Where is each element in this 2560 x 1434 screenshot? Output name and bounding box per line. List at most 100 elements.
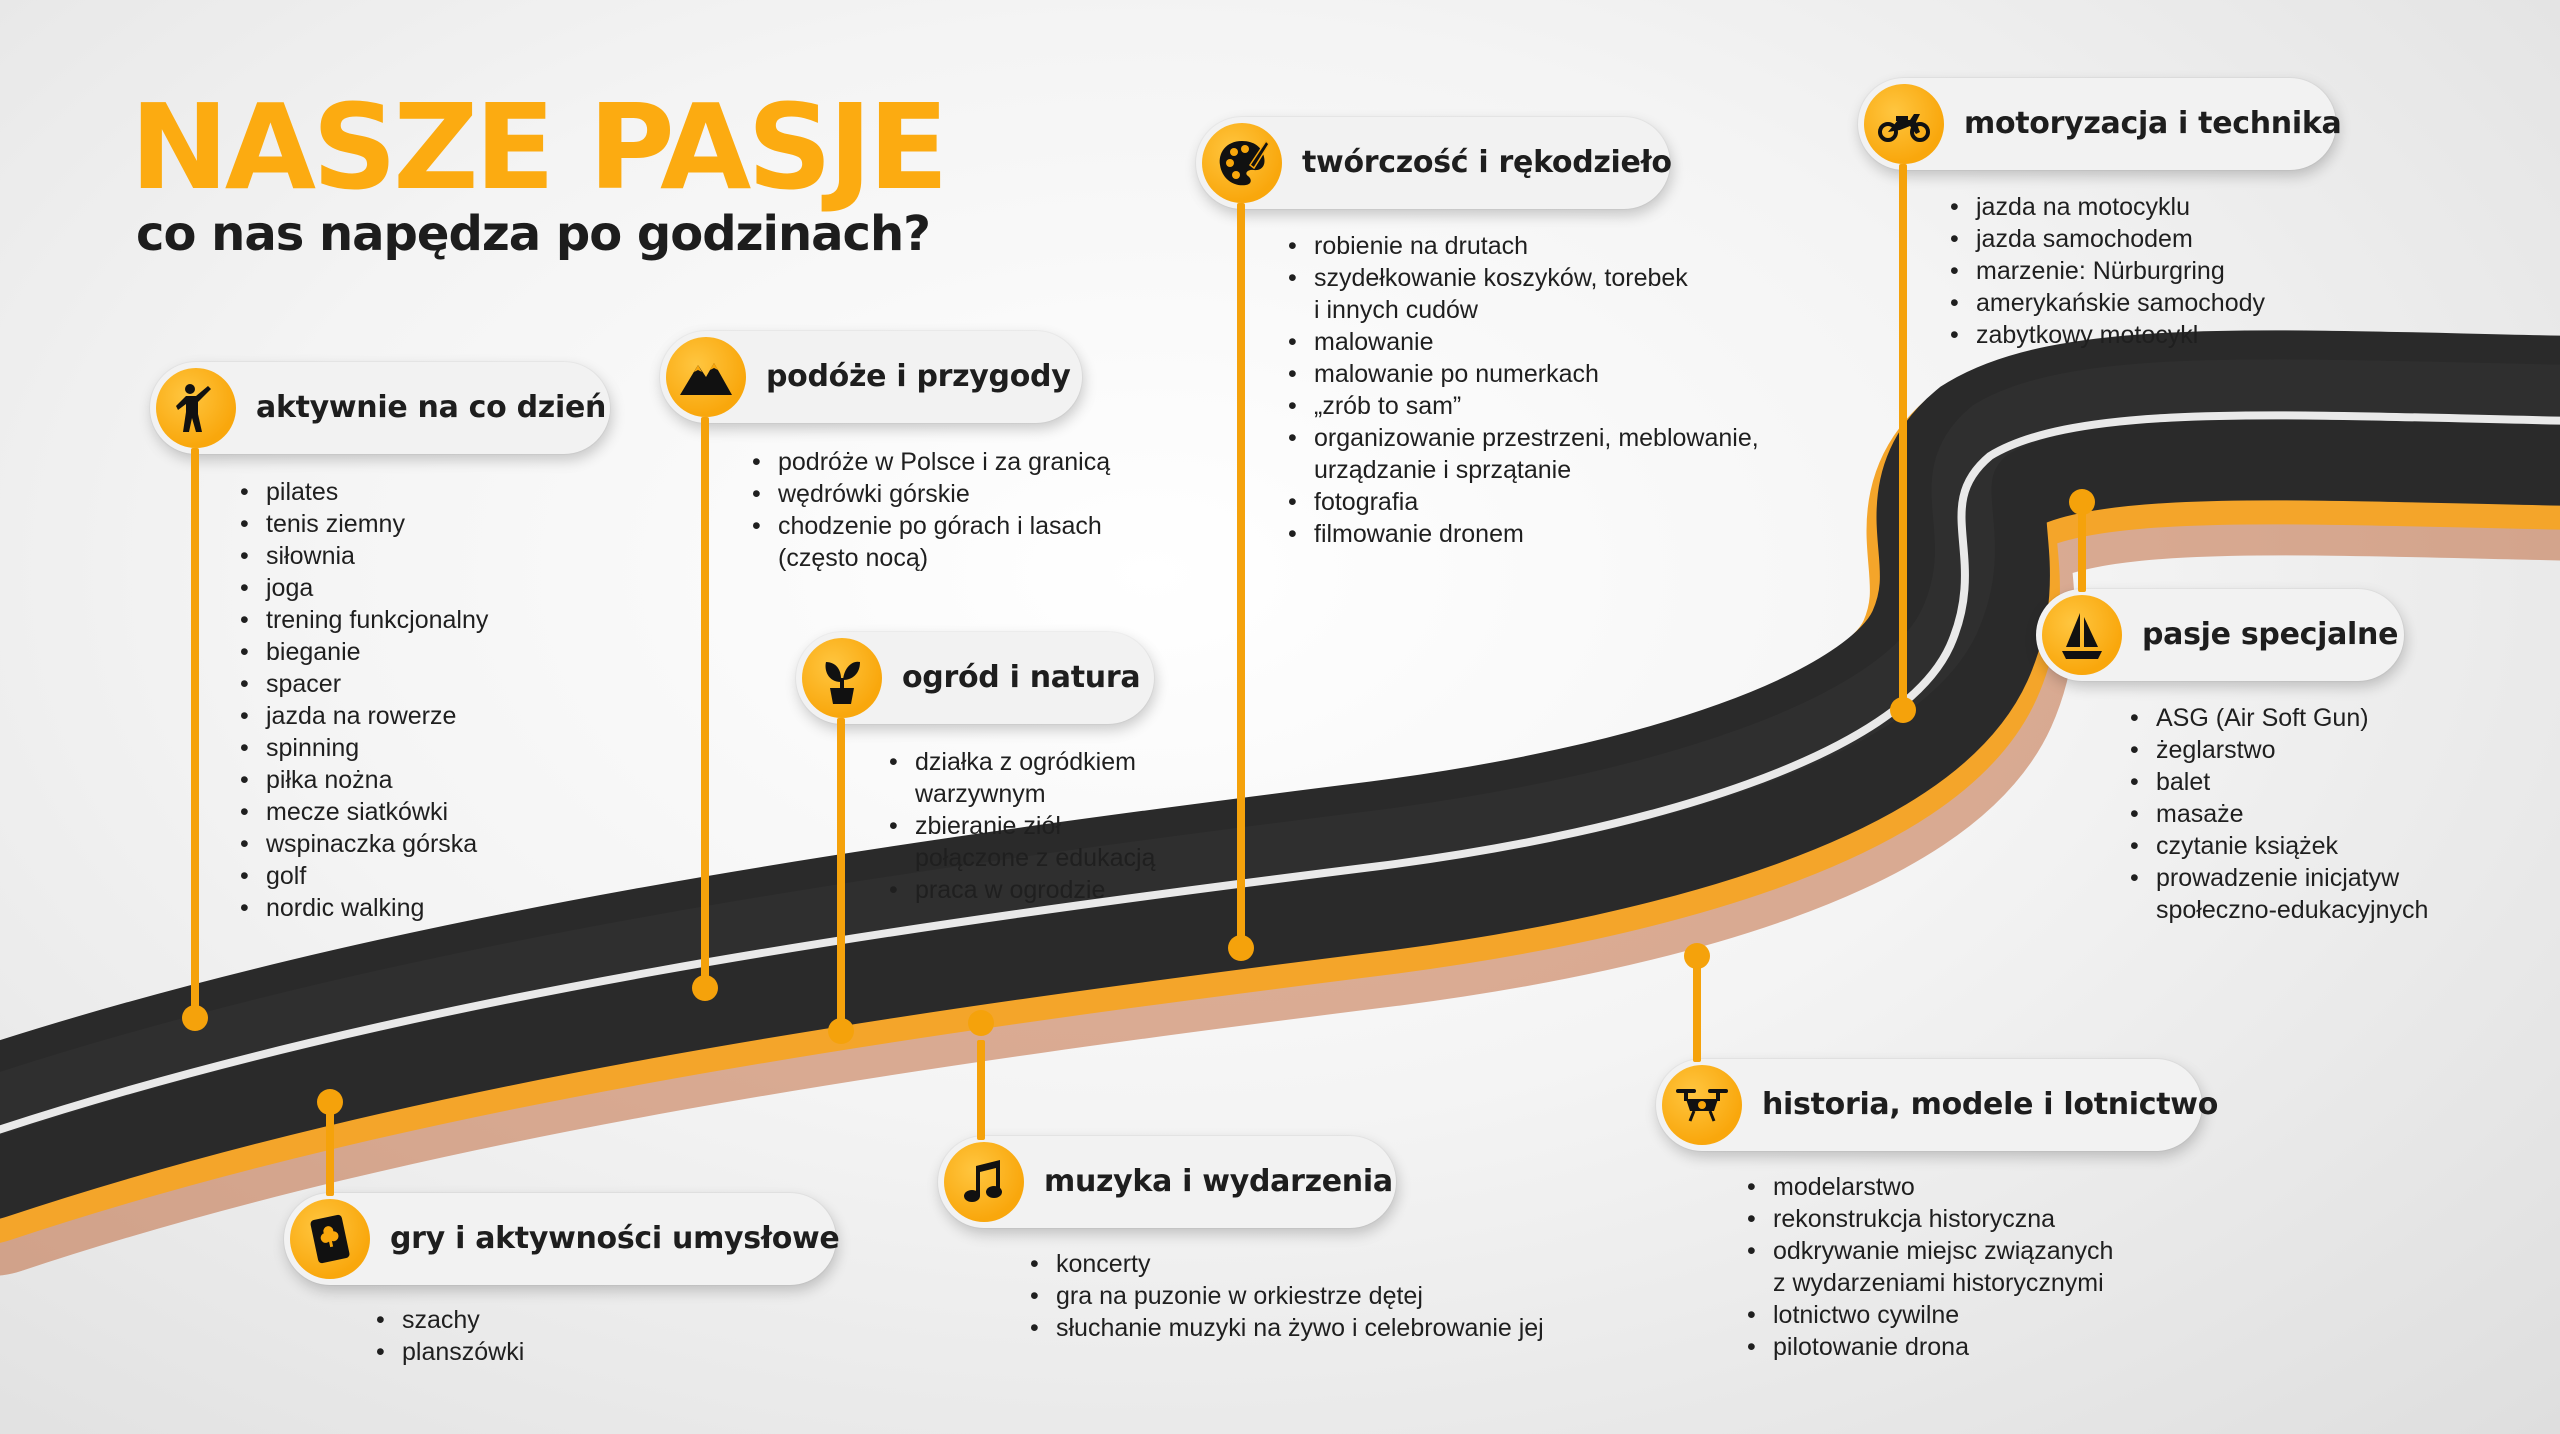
list-item: marzenie: Nürburgring: [1950, 255, 2265, 287]
activity-list: robienie na drutachszydełkowanie koszykó…: [1288, 230, 1759, 550]
road-marker: [968, 1010, 994, 1036]
list-item: wspinaczka górska: [240, 828, 488, 860]
page-title: NASZE PASJE: [130, 78, 949, 216]
list-item: praca w ogrodzie: [889, 874, 1155, 906]
list-item: spinning: [240, 732, 488, 764]
category-pill: ogród i natura: [796, 632, 1154, 724]
list-item: szachy: [376, 1304, 524, 1336]
category-pill: pasje specjalne: [2036, 589, 2404, 681]
category-label: podóże i przygody: [766, 359, 1071, 394]
category-pill: podóże i przygody: [660, 331, 1082, 423]
palette-icon: [1202, 123, 1282, 203]
activity-list: modelarstworekonstrukcja historycznaodkr…: [1747, 1171, 2113, 1363]
activity-list: pilatestenis ziemnysiłowniajogatrening f…: [240, 476, 488, 924]
list-item: modelarstwo: [1747, 1171, 2113, 1203]
list-item: organizowanie przestrzeni, meblowanie,ur…: [1288, 422, 1759, 486]
list-item: słuchanie muzyki na żywo i celebrowanie …: [1030, 1312, 1544, 1344]
list-item: pilotowanie drona: [1747, 1331, 2113, 1363]
category-pill: gry i aktywności umysłowe: [284, 1193, 840, 1285]
connector-line: [837, 718, 845, 1030]
list-item: chodzenie po górach i lasach(często nocą…: [752, 510, 1110, 574]
person-icon: [156, 368, 236, 448]
connector-line: [326, 1110, 334, 1196]
sailboat-icon: [2042, 595, 2122, 675]
category-label: motoryzacja i technika: [1964, 106, 2342, 141]
connector-line: [701, 417, 709, 989]
connector-line: [2078, 508, 2086, 592]
activity-list: podróże w Polsce i za granicąwędrówki gó…: [752, 446, 1110, 574]
list-item: gra na puzonie w orkiestrze dętej: [1030, 1280, 1544, 1312]
list-item: masaże: [2130, 798, 2428, 830]
category-pill: twórczość i rękodzieło: [1196, 117, 1672, 209]
road-marker: [1684, 943, 1710, 969]
list-item: bieganie: [240, 636, 488, 668]
plant-icon: [802, 638, 882, 718]
category-label: aktywnie na co dzień: [256, 390, 607, 425]
category-pill: muzyka i wydarzenia: [938, 1136, 1396, 1228]
list-item: balet: [2130, 766, 2428, 798]
list-item: wędrówki górskie: [752, 478, 1110, 510]
drone-icon: [1662, 1065, 1742, 1145]
motorcycle-icon: [1864, 84, 1944, 164]
list-item: trening funkcjonalny: [240, 604, 488, 636]
list-item: jazda na motocyklu: [1950, 191, 2265, 223]
category-label: ogród i natura: [902, 660, 1141, 695]
list-item: ASG (Air Soft Gun): [2130, 702, 2428, 734]
list-item: fotografia: [1288, 486, 1759, 518]
list-item: filmowanie dronem: [1288, 518, 1759, 550]
list-item: golf: [240, 860, 488, 892]
list-item: amerykańskie samochody: [1950, 287, 2265, 319]
connector-line: [1899, 164, 1907, 710]
list-item: piłka nożna: [240, 764, 488, 796]
list-item: siłownia: [240, 540, 488, 572]
connector-line: [1237, 203, 1245, 947]
list-item: „zrób to sam”: [1288, 390, 1759, 422]
connector-line: [191, 448, 199, 1018]
category-label: pasje specjalne: [2142, 617, 2399, 652]
activity-list: działka z ogródkiemwarzywnymzbieranie zi…: [889, 746, 1155, 906]
category-pill: historia, modele i lotnictwo: [1656, 1059, 2218, 1151]
music-note-icon: [944, 1142, 1024, 1222]
list-item: nordic walking: [240, 892, 488, 924]
list-item: jazda na rowerze: [240, 700, 488, 732]
page-subtitle: co nas napędza po godzinach?: [136, 206, 931, 262]
list-item: czytanie książek: [2130, 830, 2428, 862]
category-label: historia, modele i lotnictwo: [1762, 1087, 2219, 1122]
road-marker: [2069, 489, 2095, 515]
category-pill: aktywnie na co dzień: [150, 362, 610, 454]
connector-line: [1693, 966, 1701, 1062]
list-item: robienie na drutach: [1288, 230, 1759, 262]
category-label: twórczość i rękodzieło: [1302, 145, 1672, 180]
list-item: joga: [240, 572, 488, 604]
road-marker: [1890, 697, 1916, 723]
road-marker: [182, 1005, 208, 1031]
list-item: spacer: [240, 668, 488, 700]
connector-line: [977, 1040, 985, 1140]
activity-list: szachyplanszówki: [376, 1304, 524, 1368]
road-marker: [692, 975, 718, 1001]
activity-list: ASG (Air Soft Gun)żeglarstwobaletmasażec…: [2130, 702, 2428, 926]
list-item: malowanie: [1288, 326, 1759, 358]
list-item: zabytkowy motocykl: [1950, 319, 2265, 351]
road-marker: [317, 1089, 343, 1115]
mountain-icon: [666, 337, 746, 417]
list-item: pilates: [240, 476, 488, 508]
list-item: podróże w Polsce i za granicą: [752, 446, 1110, 478]
list-item: żeglarstwo: [2130, 734, 2428, 766]
activity-list: koncertygra na puzonie w orkiestrze dęte…: [1030, 1248, 1544, 1344]
list-item: prowadzenie inicjatywspołeczno-edukacyjn…: [2130, 862, 2428, 926]
activity-list: jazda na motocyklujazda samochodemmarzen…: [1950, 191, 2265, 351]
list-item: jazda samochodem: [1950, 223, 2265, 255]
road-marker: [828, 1018, 854, 1044]
list-item: tenis ziemny: [240, 508, 488, 540]
list-item: rekonstrukcja historyczna: [1747, 1203, 2113, 1235]
category-label: gry i aktywności umysłowe: [390, 1221, 840, 1256]
playing-card-icon: [290, 1199, 370, 1279]
road-marker: [1228, 935, 1254, 961]
list-item: mecze siatkówki: [240, 796, 488, 828]
